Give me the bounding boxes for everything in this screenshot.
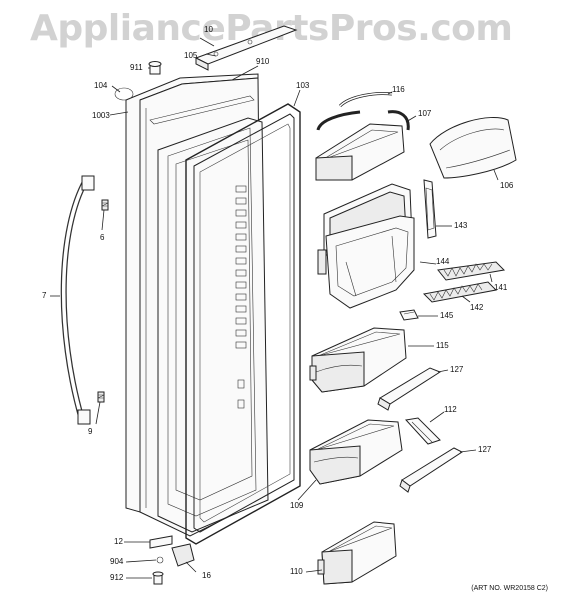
callout-127-upper: 127 <box>450 365 464 374</box>
gear-145 <box>399 309 419 321</box>
callout-904: 904 <box>110 557 124 566</box>
door-handle <box>60 175 95 425</box>
callout-103: 103 <box>296 81 310 90</box>
handle-screw-upper <box>101 199 109 211</box>
callout-112: 112 <box>444 405 457 414</box>
callout-105-top: 10 <box>204 25 213 34</box>
door-bin-110 <box>317 521 397 585</box>
door-gasket <box>185 103 301 545</box>
hinge-ring-104 <box>114 87 134 101</box>
handle-screw-lower <box>97 391 105 403</box>
bin-rail-116 <box>338 92 393 108</box>
dispenser-lever-143 <box>423 179 437 239</box>
callout-142: 142 <box>470 303 484 312</box>
callout-7: 7 <box>42 291 47 300</box>
bin-clip-112 <box>405 417 441 445</box>
dairy-cover-106 <box>429 117 517 179</box>
callout-9: 9 <box>88 427 93 436</box>
watermark-logo: AppliancePartsPros.com <box>30 8 513 49</box>
door-bin-107 <box>315 110 410 181</box>
callout-16: 16 <box>202 571 211 580</box>
callout-910: 910 <box>256 57 270 66</box>
art-number-credit: (ART NO. WR20158 C2) <box>471 585 548 592</box>
callout-105: 105 <box>184 51 198 60</box>
callout-109: 109 <box>290 501 304 510</box>
bin-trim-127-lower <box>399 447 464 493</box>
leader-lines <box>50 37 499 579</box>
top-hinge-bracket <box>194 25 298 71</box>
ice-chute-door-144 <box>437 261 506 281</box>
door-bin-109 <box>309 419 403 485</box>
callout-116: 116 <box>392 85 405 94</box>
callout-12: 12 <box>114 537 123 546</box>
callout-912: 912 <box>110 573 124 582</box>
callout-1003: 1003 <box>92 111 110 120</box>
liner-shelf-ribs <box>235 185 247 409</box>
callout-115: 115 <box>436 341 449 350</box>
callout-911: 911 <box>130 63 143 72</box>
callout-104: 104 <box>94 81 108 90</box>
callout-110: 110 <box>290 567 303 576</box>
bottom-hinge-assembly <box>149 535 195 585</box>
bushing-911 <box>148 61 162 75</box>
callout-labels: 104 1003 911 105 10 910 103 116 107 106 … <box>42 25 514 582</box>
callout-127-lower: 127 <box>478 445 492 454</box>
callout-6: 6 <box>100 233 105 242</box>
callout-145: 145 <box>440 311 454 320</box>
ice-chute-door-142 <box>422 281 498 303</box>
callout-144: 144 <box>436 257 450 266</box>
door-liner <box>157 117 269 533</box>
callout-107: 107 <box>418 109 432 118</box>
callout-141: 141 <box>494 283 508 292</box>
callout-143: 143 <box>454 221 468 230</box>
dispenser-housing <box>317 183 415 309</box>
bin-trim-127-upper <box>377 367 442 411</box>
door-bin-115 <box>309 327 407 393</box>
callout-106: 106 <box>500 181 514 190</box>
